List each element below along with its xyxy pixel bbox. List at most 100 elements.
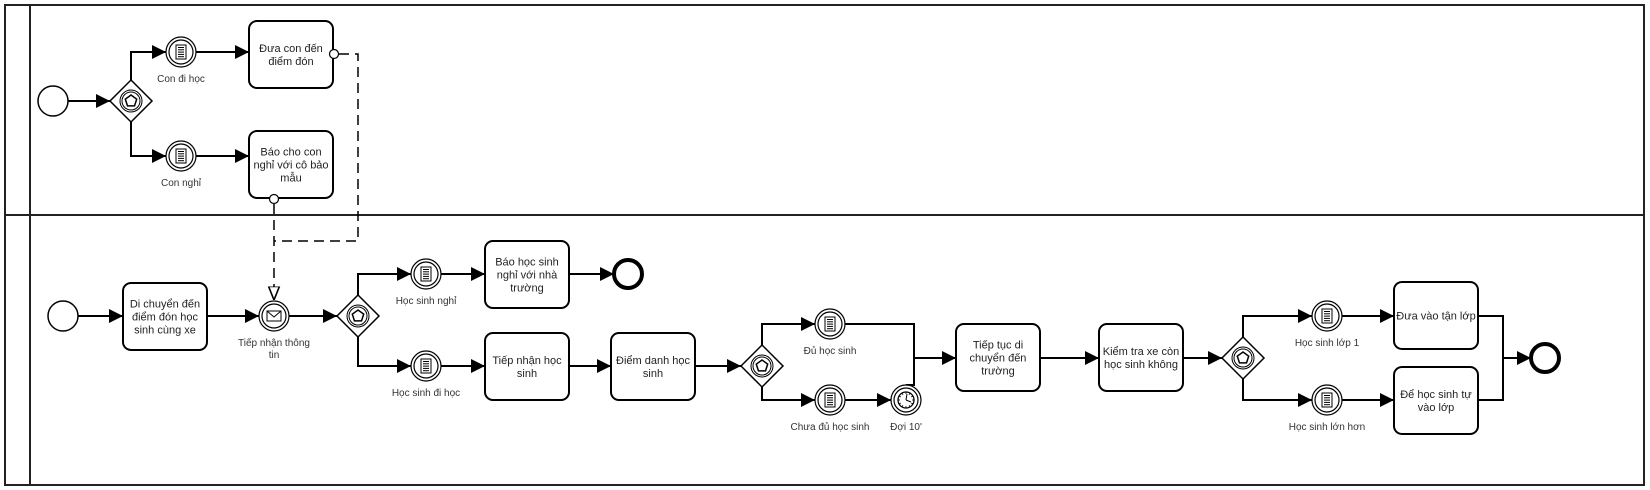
event-label: Đủ học sinh [804,345,857,357]
event-based-gateway-g3[interactable] [739,343,785,389]
task-label: sinh [643,368,663,380]
timer-icon [897,391,915,409]
task-label: sinh [517,368,537,380]
intermediate-event-e2[interactable]: Con đi học [157,36,205,85]
task-label: điểm đón [268,56,313,68]
pentagon-icon [351,309,365,322]
intermediate-event-e7[interactable]: Học sinh đi học [392,350,460,399]
event-based-gateway-g1[interactable] [108,78,154,124]
start-event-e4[interactable] [47,300,79,332]
end-event-circle [1529,342,1561,374]
intermediate-event-e12[interactable]: Học sinh lớp 1 [1295,300,1360,349]
pentagon-icon [124,94,138,107]
conditional-icon [420,266,432,282]
sequence-flow-t10-e14[interactable] [1478,351,1531,401]
event-label: Học sinh nghỉ [396,295,457,307]
pentagon-icon [1236,351,1250,364]
task-label: Đưa con đến [259,43,323,55]
event-label: Học sinh đi học [392,388,460,399]
task-box [610,332,696,401]
sequence-flow-g3-e10[interactable] [761,387,815,407]
conditional-icon [824,316,836,332]
task-label: Đưa vào tận lớp [1396,311,1475,323]
sequence-flow-g2-e7[interactable] [357,337,411,373]
task-box [484,332,570,401]
task-label: học sinh không [1104,359,1178,371]
conditional-icon [175,148,187,164]
start-event-circle [47,300,79,332]
task-label: vào lớp [1418,402,1455,414]
task-label: Tiếp tục di [973,340,1023,352]
task-box [484,240,570,309]
task-box [1393,366,1479,435]
task-label: Di chuyển đến [130,299,200,311]
task-label: nghỉ với nhà [497,270,558,282]
conditional-icon [1321,308,1333,324]
message-icon [266,310,282,322]
start-event-circle [37,85,69,117]
task-label: điểm đón học [132,312,199,324]
task-label: Để học sinh tự [1400,389,1472,401]
sequence-flow-g1-e3[interactable] [130,122,166,163]
event-label: Học sinh lớp 1 [1295,338,1360,349]
task-label: mẫu [280,172,301,185]
intermediate-event-e11[interactable]: Đợi 10' [890,384,922,433]
event-label: Con đi học [157,74,205,85]
task-box [248,130,334,199]
intermediate-event-e3[interactable]: Con nghỉ [161,140,202,189]
event-based-gateway-g4[interactable] [1220,335,1266,381]
task-label: Điểm danh học [616,355,690,367]
task-label: trường [510,283,544,295]
intermediate-event-e9[interactable]: Đủ học sinh [804,308,857,357]
event-label: Học sinh lớn hơn [1289,422,1365,433]
task-label: chuyển đến [970,353,1027,365]
sequence-flow-e9-t7[interactable] [845,323,915,358]
task-label: Tiếp nhận học [492,355,562,367]
task-box [955,323,1041,392]
conditional-icon [1321,392,1333,408]
sequence-flow-g1-e2[interactable] [130,45,166,80]
task-box [122,282,208,351]
conditional-icon [175,44,187,60]
task-box [1098,323,1184,392]
intermediate-event-e10[interactable]: Chưa đủ học sinh [791,384,870,433]
task-t9[interactable]: Đưa vào tận lớp [1393,281,1479,350]
message-flow-source-t1 [328,48,340,60]
task-label: Báo cho con [260,147,321,159]
pentagon-icon [755,359,769,372]
end-event-e8[interactable] [612,258,644,290]
message-flow-t1-e5[interactable] [274,53,359,242]
intermediate-event-e6[interactable]: Học sinh nghỉ [396,258,457,307]
sequence-flow-g4-e12[interactable] [1242,309,1312,337]
task-label: trường [981,366,1015,378]
task-label: Báo học sinh [495,257,559,269]
sequence-flow-g4-e13[interactable] [1242,379,1312,407]
sequence-flow-t9-e14[interactable] [1478,315,1504,358]
task-label: Kiểm tra xe còn [1103,346,1179,358]
end-event-circle [612,258,644,290]
end-event-e14[interactable] [1529,342,1561,374]
event-based-gateway-g2[interactable] [335,293,381,339]
start-event-e1[interactable] [37,85,69,117]
event-label: Con nghỉ [161,177,202,189]
event-label: tin [269,350,280,361]
task-label: nghỉ với cô bảo [253,160,328,172]
intermediate-event-e13[interactable]: Học sinh lớn hơn [1289,384,1365,433]
conditional-icon [824,392,836,408]
sequence-flow-g2-e6[interactable] [357,267,411,295]
event-label: Đợi 10' [890,422,922,433]
task-label: sinh cùng xe [134,325,196,337]
task-box [1393,281,1479,350]
sequence-flow-g3-e9[interactable] [761,317,815,345]
